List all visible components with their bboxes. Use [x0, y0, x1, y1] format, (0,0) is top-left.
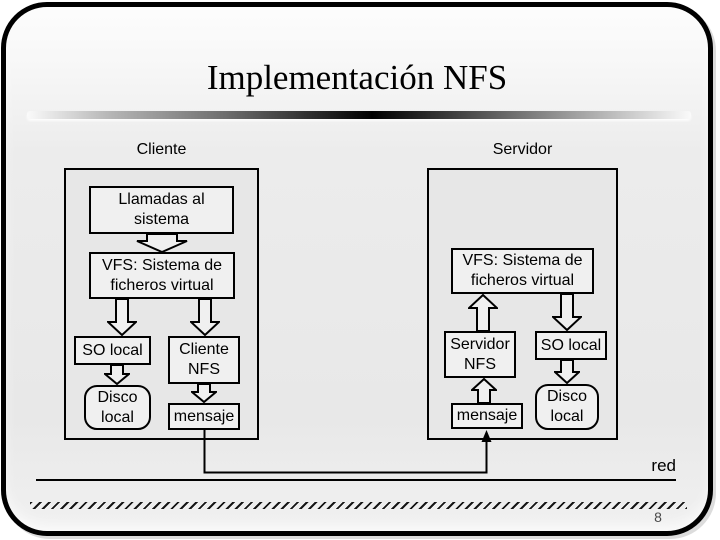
client-local-disk-box: Disco local — [84, 385, 151, 430]
client-message-text: mensaje — [173, 407, 235, 425]
client-so-local-text: SO local — [82, 341, 143, 359]
client-nfs-text-line2: NFS — [188, 361, 220, 378]
client-vfs-text-line2: ficheros virtual — [110, 276, 214, 294]
page-number: 8 — [654, 509, 662, 525]
server-so-local-box: SO local — [535, 331, 607, 360]
server-message-box: mensaje — [451, 403, 523, 429]
arrow-client-vfs-to-so-local — [107, 299, 137, 336]
client-vfs-text-line1: VFS: Sistema de — [101, 256, 223, 274]
network-rule-line — [36, 479, 676, 481]
server-nfs-text-line1: Servidor — [450, 335, 510, 353]
client-vfs-box: VFS: Sistema de ficheros virtual — [89, 252, 235, 299]
server-vfs-text-line1: VFS: Sistema de — [462, 252, 583, 269]
server-vfs-box: VFS: Sistema de ficheros virtual — [451, 248, 594, 294]
client-nfs-box: Cliente NFS — [168, 336, 240, 384]
client-syscalls-box: Llamadas al sistema — [89, 186, 234, 234]
arrow-client-vfs-to-nfs — [190, 299, 220, 336]
client-syscalls-text-line2: sistema — [133, 211, 190, 228]
arrow-server-vfs-to-so-local — [552, 294, 582, 331]
client-message-box: mensaje — [168, 403, 240, 430]
slide-title: Implementación NFS — [206, 58, 508, 97]
client-label: Cliente — [136, 141, 187, 158]
server-nfs-text-line2: NFS — [464, 355, 496, 373]
client-local-disk-text-line1: Disco — [97, 388, 138, 406]
client-local-disk-text-line2: local — [101, 408, 134, 426]
network-connector-line — [203, 430, 492, 474]
arrow-client-so-local-to-disk — [104, 365, 130, 385]
client-nfs-text-line1: Cliente — [179, 341, 229, 358]
server-label: Servidor — [492, 141, 553, 158]
server-local-disk-box: Disco local — [535, 384, 599, 430]
hatch-divider — [30, 502, 687, 509]
server-vfs-text-line2: ficheros virtual — [470, 272, 575, 289]
server-nfs-box: Servidor NFS — [444, 331, 516, 378]
arrow-client-nfs-to-message — [191, 384, 217, 403]
arrow-server-message-to-nfs — [471, 378, 497, 403]
client-so-local-box: SO local — [74, 336, 151, 365]
arrow-server-so-local-to-disk — [554, 360, 580, 384]
server-message-text: mensaje — [456, 407, 518, 424]
client-syscalls-text-line1: Llamadas al — [118, 191, 205, 208]
arrow-client-syscalls-to-vfs — [136, 234, 188, 253]
server-local-disk-text-line2: local — [550, 408, 584, 425]
arrow-server-nfs-to-vfs — [468, 294, 498, 331]
network-label: red — [651, 456, 676, 475]
server-so-local-text: SO local — [540, 336, 602, 354]
title-underline-bar — [27, 111, 691, 119]
server-local-disk-text-line1: Disco — [546, 388, 587, 405]
